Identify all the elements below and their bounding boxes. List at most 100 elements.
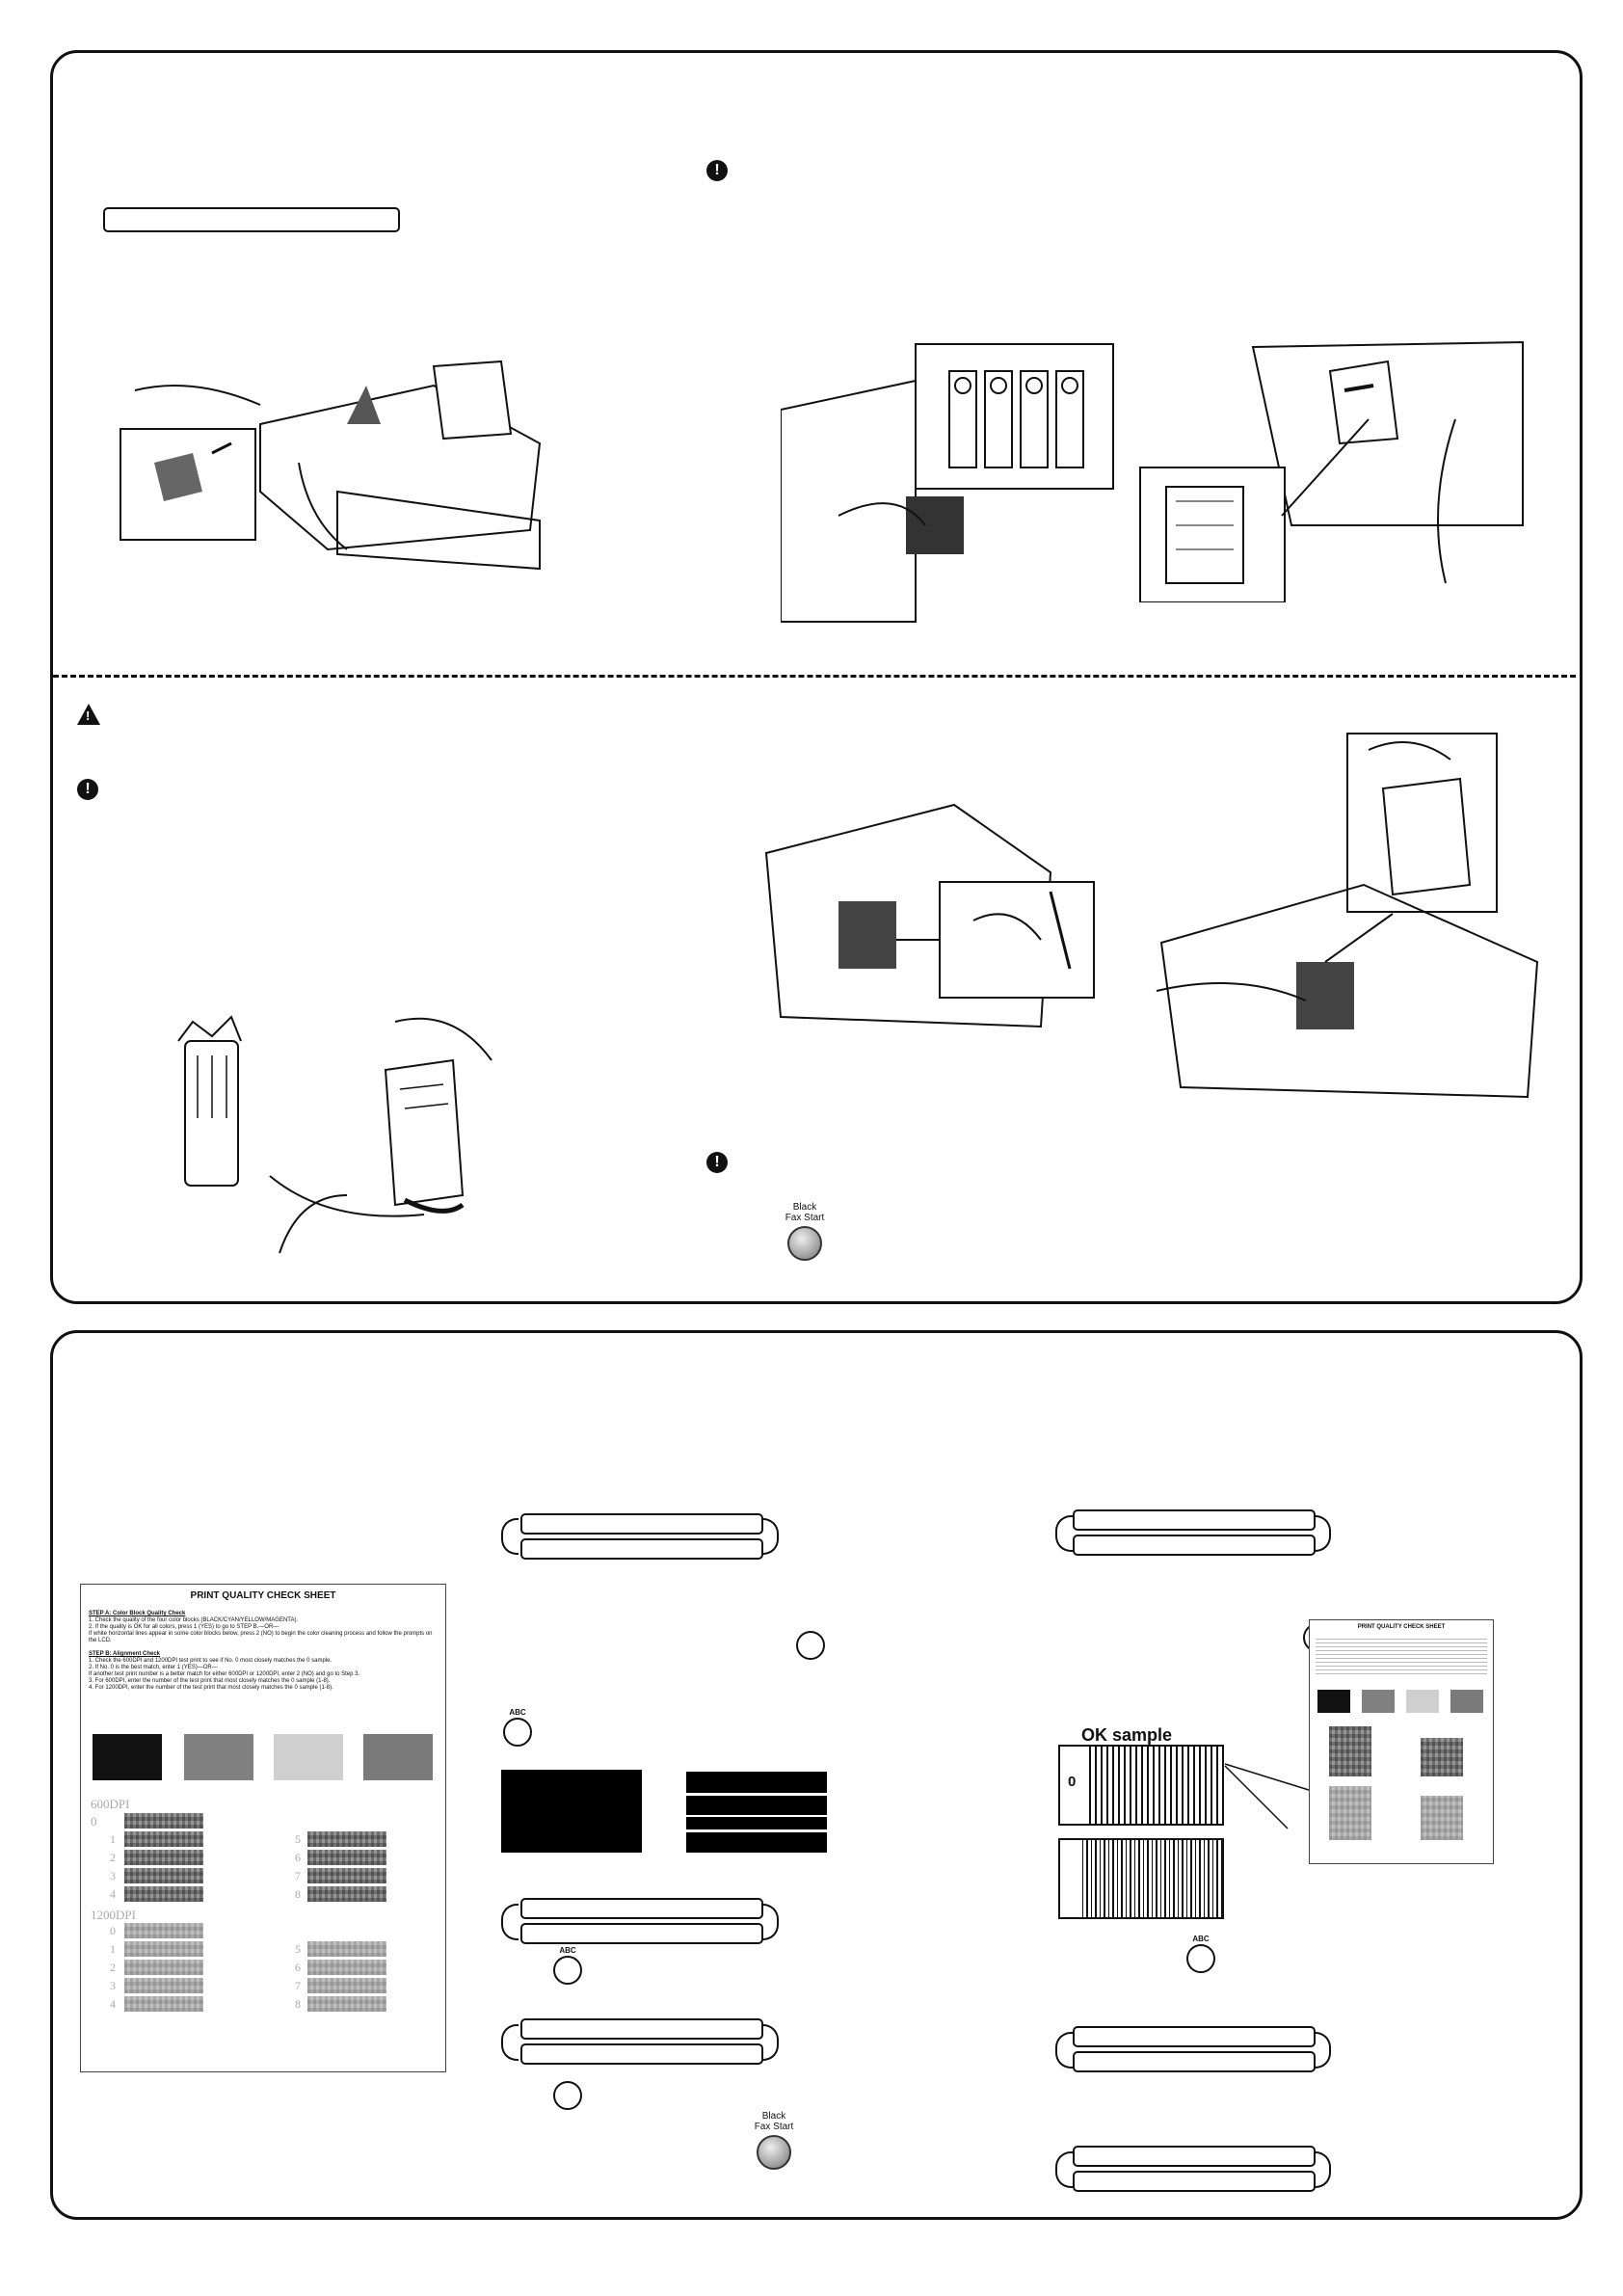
abc-keypad-button[interactable] [553,1956,582,1985]
test-pattern [124,1960,203,1975]
test-pattern [124,1868,203,1883]
print-quality-check-sheet: PRINT QUALITY CHECK SHEET STEP A: Color … [80,1584,446,2072]
dpi-600-label: 600DPI [91,1797,130,1811]
start-button-label-line2: Fax Start [754,2122,794,2132]
test-number: 2 [110,1961,116,1974]
yellow-color-block [274,1734,343,1780]
step-a-title: STEP A: Color Block Quality Check [89,1611,186,1616]
test-number: 0 [110,1924,116,1937]
lcd-line-2 [520,1923,763,1944]
test-number: 8 [295,1887,301,1901]
lcd-line-2 [1073,2171,1316,2192]
test-pattern [307,1831,386,1847]
test-pattern [307,1868,386,1883]
test-number: 1 [110,1942,116,1956]
scanner-cover-lift-illustration [120,360,542,571]
test-pattern [124,1831,203,1847]
cartridge-lock-illustration [1156,733,1539,1099]
notice-icon: ! [706,1152,728,1173]
lcd-line-1 [1073,2146,1316,2167]
notice-icon: ! [706,160,728,181]
lcd-line-2 [1073,2051,1316,2072]
step-b-line: If another test print number is a better… [89,1671,360,1678]
abc-label: ABC [559,1946,576,1955]
lcd-line-1 [1073,2026,1316,2047]
cyan-color-block [184,1734,253,1780]
step-a-line: 2. If the quality is OK for all colors, … [89,1623,279,1630]
test-pattern [124,1813,203,1829]
streaked-block-sample [686,1772,827,1853]
ok-sample-pattern: 0 [1058,1745,1224,1826]
cartridge-cover-close-illustration [1139,340,1524,602]
test-number: 7 [295,1979,301,1992]
cut-line-divider [53,675,1576,678]
start-button-label-line1: Black [761,2111,786,2122]
lcd-display-frame [103,207,400,232]
test-number: 3 [110,1979,116,1992]
step-b-line: 3. For 600DPI, enter the number of the t… [89,1678,331,1685]
ink-cartridge-install-illustration [781,343,1114,623]
abc-keypad-button[interactable] [503,1718,532,1747]
abc-label: ABC [1192,1935,1210,1943]
misaligned-sample-pattern [1058,1838,1224,1919]
test-number: 3 [110,1869,116,1882]
test-number: 4 [110,1887,116,1901]
step-a-line: If white horizontal lines appear in some… [89,1630,433,1643]
test-pattern [124,1923,203,1938]
test-pattern [307,1886,386,1902]
step-b-line: 2. If No. 0 is the best match, enter 1 (… [89,1665,218,1671]
abc-label: ABC [509,1708,526,1717]
test-number: 6 [295,1851,301,1864]
test-number: 5 [295,1832,301,1846]
test-pattern [124,1941,203,1957]
test-pattern [307,1996,386,2012]
step-b-title: STEP B: Alignment Check [89,1651,161,1658]
cartridge-lever-illustration [764,803,1095,1028]
start-button-label-line1: Black [792,1202,817,1213]
lcd-line-2 [520,2043,763,2065]
start-button-circle [787,1226,822,1261]
step-b-line: 1. Check the 600DPI and 1200DPI test pri… [89,1658,333,1665]
black-fax-start-button[interactable]: Black Fax Start [781,1202,829,1261]
lcd-line-1 [520,2018,763,2040]
test-pattern [307,1850,386,1865]
check-sheet-title: PRINT QUALITY CHECK SHEET [1357,1624,1446,1630]
lcd-line-1 [520,1898,763,1919]
test-number: 6 [295,1961,301,1974]
test-number: 1 [110,1832,116,1846]
black-color-block [93,1734,162,1780]
lcd-line-1 [1073,1509,1316,1531]
test-number: 7 [295,1869,301,1882]
lcd-line-1 [520,1513,763,1535]
ok-sample-label: OK sample [1081,1725,1173,1745]
test-number: 2 [110,1851,116,1864]
print-quality-check-sheet-thumbnail: PRINT QUALITY CHECK SHEET [1309,1619,1494,1864]
test-pattern [307,1978,386,1993]
step-a-line: 1. Check the quality of the four color b… [89,1616,299,1623]
step-b-line: 4. For 1200DPI, enter the number of the … [89,1684,333,1691]
test-number: 0 [91,1814,97,1829]
lcd-line-2 [520,1538,763,1560]
test-pattern [307,1941,386,1957]
solid-black-block-sample [501,1770,642,1853]
keypad-button[interactable] [553,2081,582,2110]
test-pattern [124,1978,203,1993]
keypad-button[interactable] [796,1631,825,1660]
test-pattern [124,1886,203,1902]
start-button-circle [757,2135,791,2170]
black-fax-start-button[interactable]: Black Fax Start [750,2111,798,2170]
warning-icon: ! [77,704,100,725]
test-number: 5 [295,1942,301,1956]
lcd-line-2 [1073,1535,1316,1556]
dpi-1200-label: 1200DPI [91,1908,136,1922]
magenta-color-block [363,1734,433,1780]
protective-cap-removal-illustration [177,1015,492,1254]
test-number: 4 [110,1997,116,2011]
test-pattern [124,1850,203,1865]
test-pattern [124,1996,203,2012]
start-button-label-line2: Fax Start [785,1213,825,1223]
abc-keypad-button[interactable] [1186,1944,1215,1973]
test-pattern [307,1960,386,1975]
notice-icon: ! [77,779,98,800]
ok-sample-number: 0 [1068,1774,1077,1790]
